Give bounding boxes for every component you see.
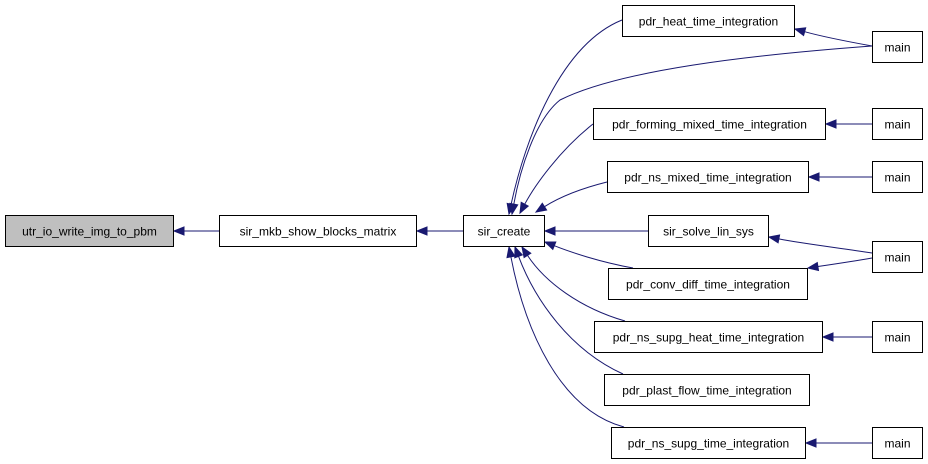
- node-box: [872, 427, 923, 459]
- edge-main5-to-supgheat: [821, 332, 873, 342]
- edge-line: [510, 19, 623, 205]
- node-box: [219, 215, 417, 247]
- node-supgheat[interactable]: pdr_ns_supg_heat_time_integration: [594, 321, 823, 353]
- edge-line: [524, 123, 594, 205]
- arrowhead-icon: [514, 245, 524, 259]
- node-label: sir_mkb_show_blocks_matrix: [240, 225, 397, 239]
- node-label: utr_io_write_img_to_pbm: [22, 225, 157, 239]
- arrowhead-icon: [521, 245, 532, 259]
- node-box: [593, 108, 826, 140]
- node-nsmixed[interactable]: pdr_ns_mixed_time_integration: [607, 161, 809, 193]
- node-box: [608, 268, 808, 300]
- node-box: [872, 108, 923, 140]
- edge-line: [804, 31, 873, 47]
- node-utr[interactable]: utr_io_write_img_to_pbm: [5, 215, 174, 247]
- node-plast[interactable]: pdr_plast_flow_time_integration: [604, 374, 810, 406]
- node-solve[interactable]: sir_solve_lin_sys: [648, 215, 769, 247]
- node-label: sir_solve_lin_sys: [663, 225, 754, 239]
- nodes-layer: utr_io_write_img_to_pbm sir_mkb_show_bloc…: [5, 5, 923, 459]
- node-label: pdr_ns_supg_time_integration: [628, 437, 789, 451]
- arrowhead-icon: [824, 119, 837, 129]
- node-label: main: [884, 331, 910, 345]
- node-box: [607, 161, 809, 193]
- node-label: pdr_heat_time_integration: [639, 15, 778, 29]
- edge-nsmixed-to-create: [534, 181, 608, 213]
- node-label: pdr_plast_flow_time_integration: [622, 384, 791, 398]
- arrowhead-icon: [793, 27, 807, 37]
- arrowhead-icon: [415, 226, 428, 236]
- arrowhead-icon: [534, 202, 548, 213]
- arrowhead-icon: [509, 202, 519, 216]
- edge-plast-to-create: [514, 245, 624, 375]
- edge-line: [554, 245, 634, 269]
- edge-main1-to-create: [509, 45, 873, 216]
- node-box: [463, 215, 545, 247]
- edge-conv-to-create: [543, 241, 634, 269]
- edge-main1-to-heat: [793, 27, 873, 47]
- arrowhead-icon: [519, 201, 530, 215]
- node-label: main: [884, 118, 910, 132]
- node-create[interactable]: sir_create: [463, 215, 545, 247]
- edge-create-to-mkb: [415, 226, 463, 236]
- node-label: pdr_ns_supg_heat_time_integration: [613, 331, 804, 345]
- node-mkb[interactable]: sir_mkb_show_blocks_matrix: [219, 215, 417, 247]
- edge-main2-to-forming: [824, 119, 872, 129]
- edge-main4-to-solve: [767, 234, 873, 254]
- node-main2[interactable]: main: [872, 108, 923, 140]
- edge-mkb-to-utr: [172, 226, 219, 236]
- node-main4[interactable]: main: [872, 241, 923, 273]
- node-label: pdr_conv_diff_time_integration: [626, 278, 790, 292]
- arrowhead-icon: [807, 172, 820, 182]
- arrowhead-icon: [821, 332, 834, 342]
- node-label: main: [884, 171, 910, 185]
- arrowhead-icon: [506, 245, 516, 259]
- edge-supg-to-create: [506, 245, 625, 428]
- arrowhead-icon: [543, 241, 557, 251]
- node-box: [5, 215, 174, 247]
- node-box: [648, 215, 769, 247]
- edge-main4-to-conv: [806, 257, 873, 272]
- node-main1[interactable]: main: [872, 31, 923, 63]
- edge-forming-to-create: [519, 123, 594, 215]
- node-box: [622, 5, 795, 37]
- edge-main3-to-nsmixed: [807, 172, 873, 182]
- node-box: [604, 374, 810, 406]
- node-label: main: [884, 437, 910, 451]
- node-forming[interactable]: pdr_forming_mixed_time_integration: [593, 108, 826, 140]
- node-heat[interactable]: pdr_heat_time_integration: [622, 5, 795, 37]
- node-main3[interactable]: main: [872, 161, 923, 193]
- arrowhead-icon: [172, 226, 185, 236]
- node-main6[interactable]: main: [872, 427, 923, 459]
- edge-line: [527, 255, 626, 322]
- edges-layer: [172, 19, 873, 448]
- edge-line: [778, 238, 873, 254]
- node-box: [594, 321, 823, 353]
- edge-line: [513, 45, 873, 205]
- edge-main6-to-supg: [804, 438, 872, 448]
- edge-supgheat-to-create: [521, 245, 626, 322]
- arrowhead-icon: [804, 438, 817, 448]
- node-label: main: [884, 41, 910, 55]
- node-box: [872, 241, 923, 273]
- node-box: [872, 31, 923, 63]
- node-box: [872, 161, 923, 193]
- node-conv[interactable]: pdr_conv_diff_time_integration: [608, 268, 808, 300]
- edge-line: [518, 256, 624, 375]
- node-box: [872, 321, 923, 353]
- edge-solve-to-create: [543, 226, 648, 236]
- node-box: [611, 427, 806, 459]
- edge-line: [544, 181, 608, 208]
- arrowhead-icon: [543, 226, 556, 236]
- node-supg[interactable]: pdr_ns_supg_time_integration: [611, 427, 806, 459]
- node-label: main: [884, 251, 910, 265]
- edge-line: [817, 257, 873, 268]
- node-label: pdr_forming_mixed_time_integration: [612, 118, 807, 132]
- arrowhead-icon: [767, 234, 781, 244]
- arrowhead-icon: [806, 261, 820, 272]
- node-label: sir_create: [478, 225, 531, 239]
- node-label: pdr_ns_mixed_time_integration: [624, 171, 791, 185]
- node-main5[interactable]: main: [872, 321, 923, 353]
- edge-line: [510, 256, 625, 428]
